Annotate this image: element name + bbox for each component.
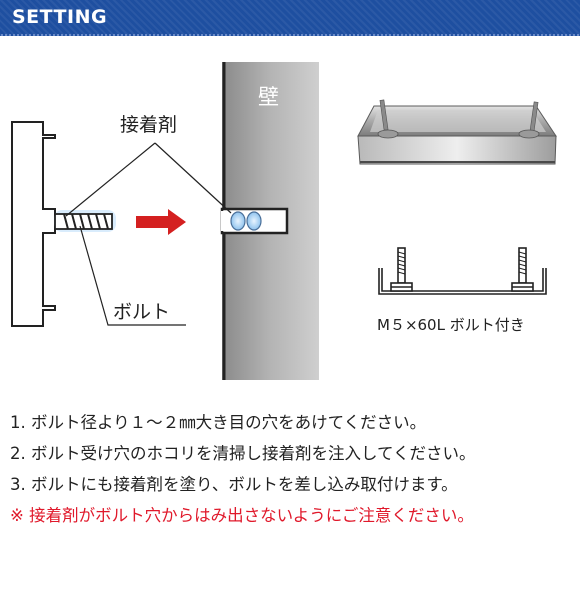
product-caption: M５×60L ボルト付き <box>377 316 525 334</box>
wall-label: 壁 <box>258 85 279 109</box>
bolt-thread-marks <box>397 251 527 275</box>
caution-note: ※ 接着剤がボルト穴からはみ出さないようにご注意ください。 <box>10 506 474 525</box>
product-cross-section <box>378 247 547 295</box>
adhesive-leader-lines <box>65 142 232 217</box>
header-title: SETTING <box>12 6 108 28</box>
adhesive-label: 接着剤 <box>120 114 177 136</box>
installation-diagram: 壁 接着剤 ボルト <box>11 62 557 380</box>
wall <box>220 62 319 380</box>
header-bar: SETTING <box>0 0 580 38</box>
instructions: 1. ボルト径より１～２㎜大き目の穴をあけてください。 2. ボルト受け穴のホコ… <box>10 412 575 527</box>
instruction-step-3: 3. ボルトにも接着剤を塗り、ボルトを差し込み取付けます。 <box>10 475 458 494</box>
product-photo <box>357 99 557 165</box>
product-side-profile <box>11 121 116 327</box>
instruction-step-2: 2. ボルト受け穴のホコリを清掃し接着剤を注入してください。 <box>10 444 476 463</box>
header-dot-border <box>0 33 580 38</box>
bolt-label: ボルト <box>113 301 170 323</box>
instruction-step-1: 1. ボルト径より１～２㎜大き目の穴をあけてください。 <box>10 413 427 432</box>
bolt-leader-line <box>79 225 186 326</box>
insert-arrow <box>136 209 186 235</box>
